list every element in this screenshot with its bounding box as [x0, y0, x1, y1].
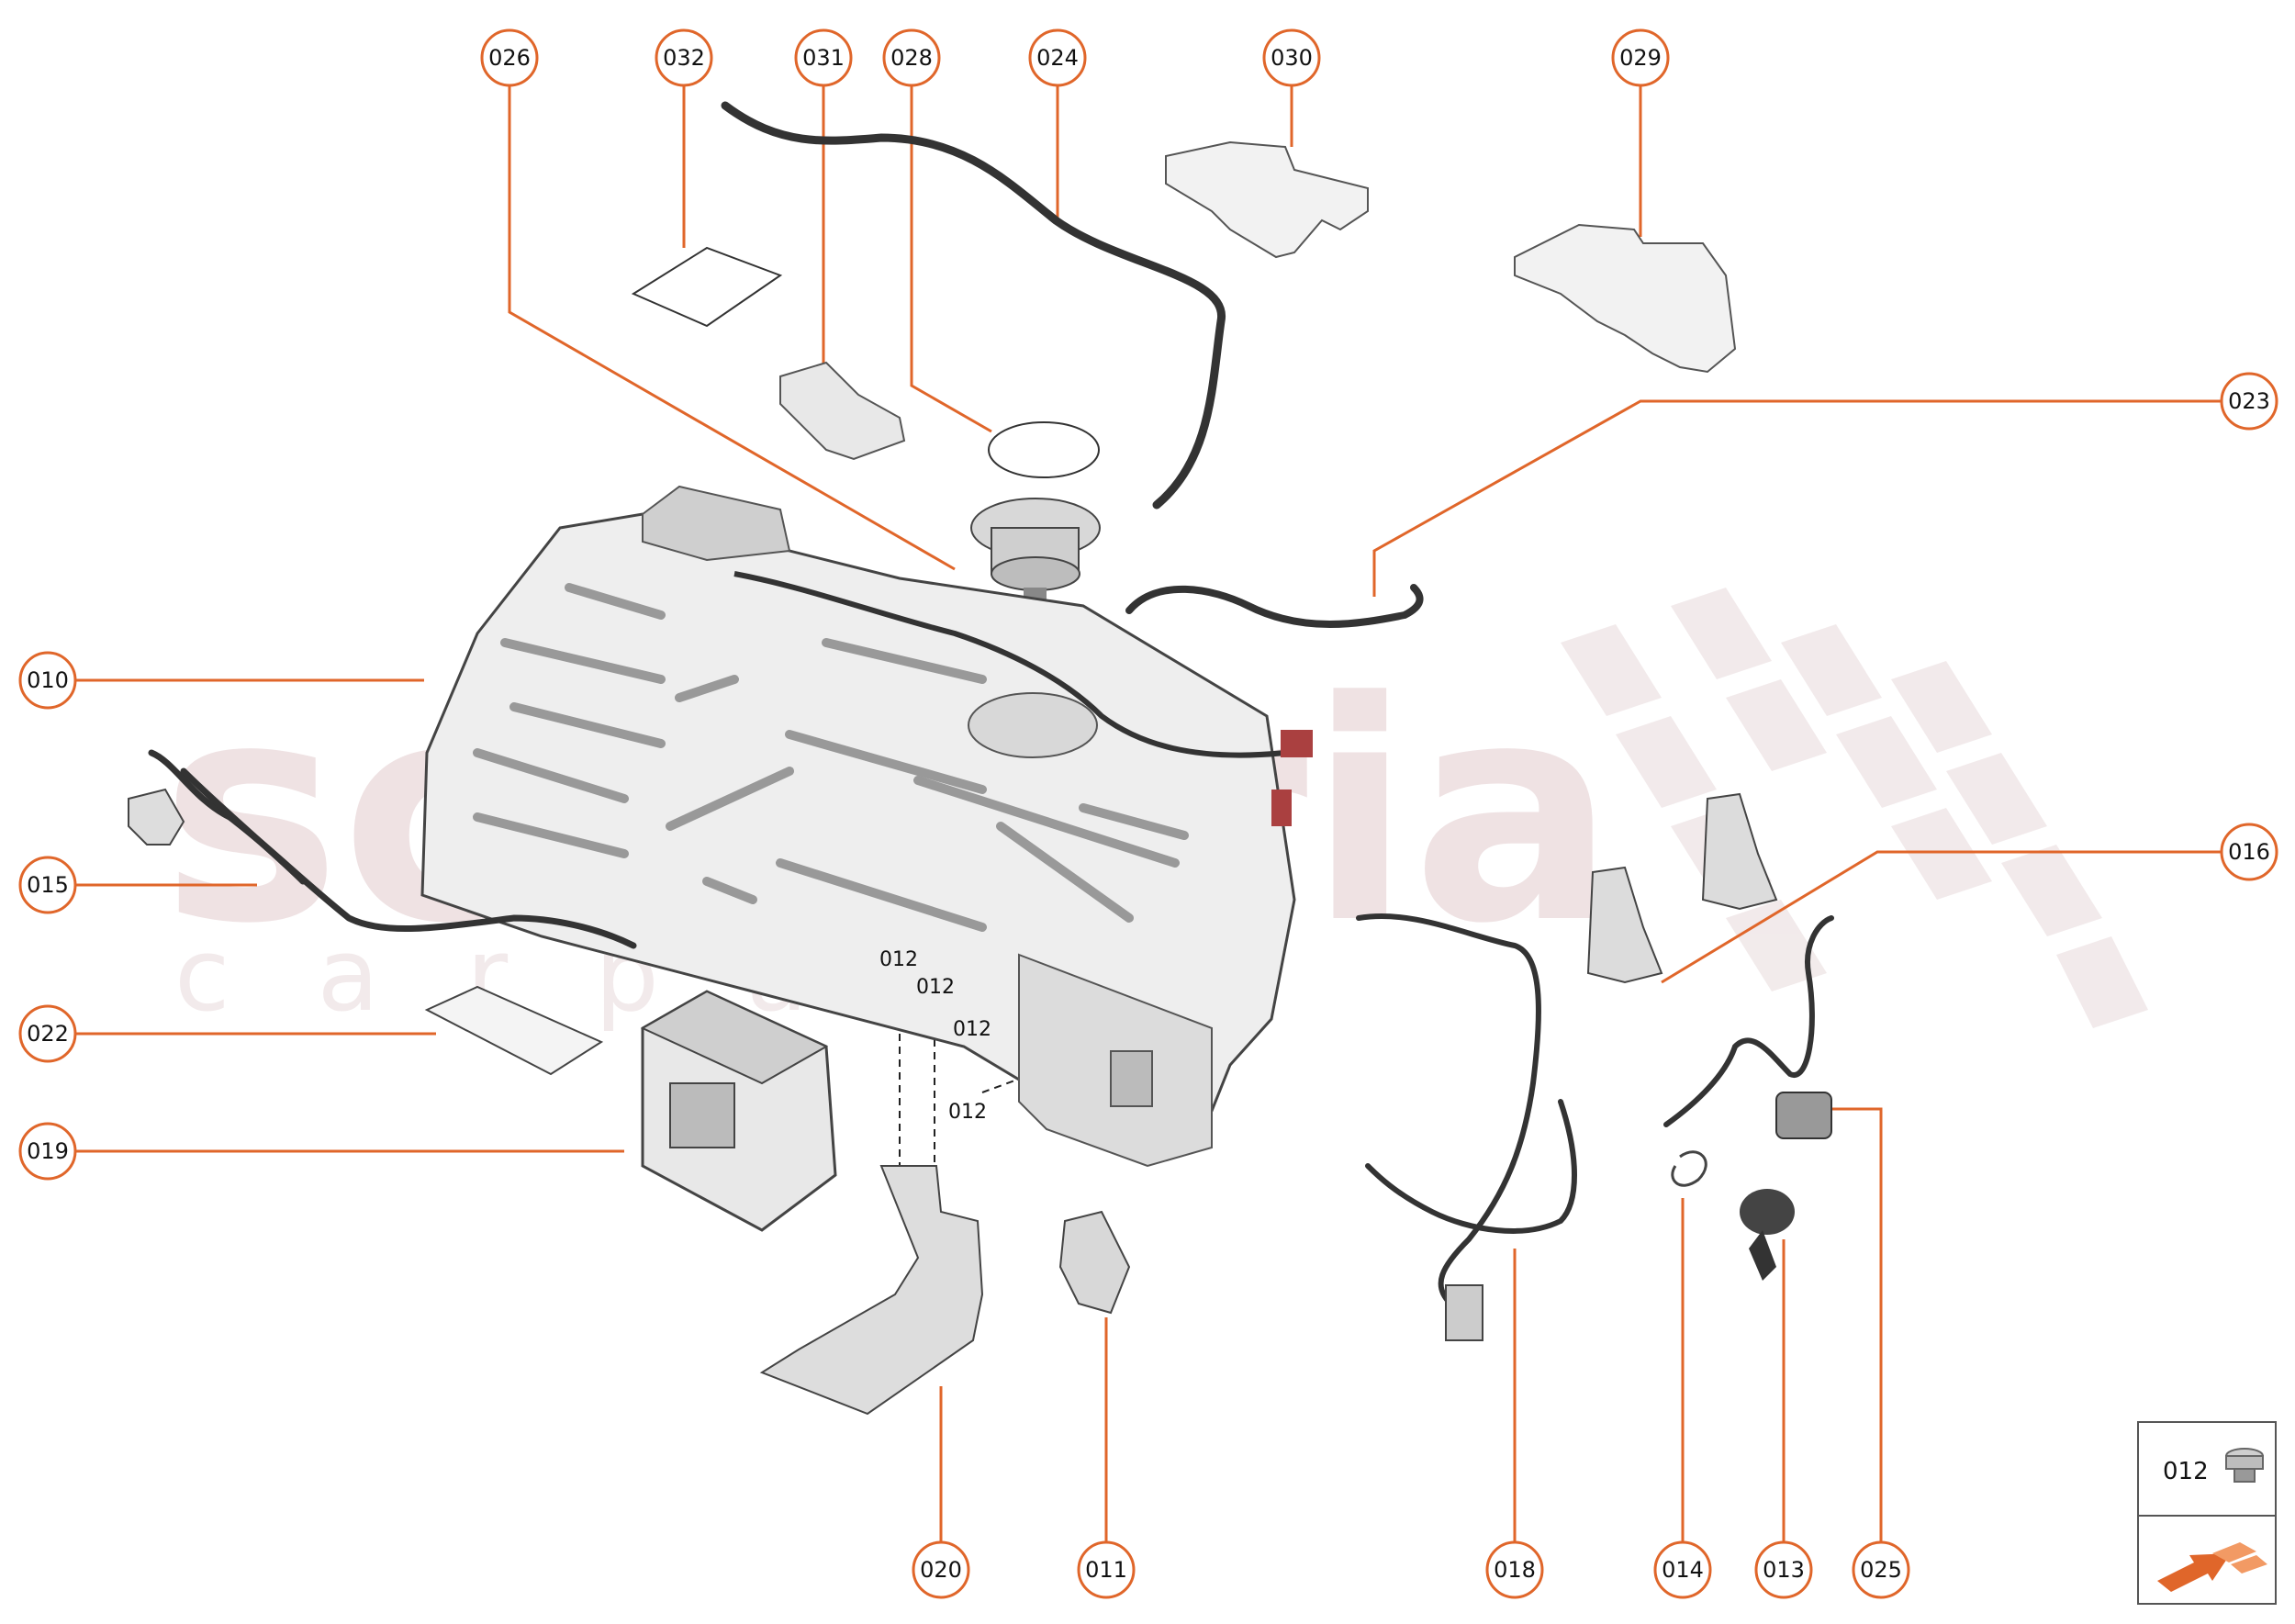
inline-label-012-c: 012 — [953, 1018, 991, 1041]
callout-label: 026 — [488, 45, 531, 71]
bracket-016-a — [1586, 866, 1663, 984]
callout-circle — [1852, 1540, 1910, 1599]
callout-022: 022 — [18, 1004, 77, 1063]
callout-circle — [1262, 28, 1321, 87]
callout-label: 014 — [1662, 1557, 1704, 1583]
callout-circle — [912, 1540, 970, 1599]
callout-circle — [18, 856, 77, 914]
callout-label: 010 — [27, 667, 69, 693]
callout-circle — [18, 1004, 77, 1063]
callout-label: 030 — [1271, 45, 1313, 71]
clamp-014 — [1671, 1150, 1707, 1187]
callout-015: 015 — [18, 856, 77, 914]
inline-label-012-a: 012 — [879, 948, 918, 971]
callout-circle — [1077, 1540, 1136, 1599]
callout-019: 019 — [18, 1122, 77, 1181]
callout-circle — [1028, 28, 1087, 87]
connector-018 — [1445, 1284, 1483, 1341]
fuel-tank-010 — [420, 485, 1313, 1168]
callout-032: 032 — [655, 28, 713, 87]
inline-label-012-d: 012 — [948, 1101, 987, 1124]
callout-label: 031 — [802, 45, 845, 71]
callout-030: 030 — [1262, 28, 1321, 87]
legend-direction — [2139, 1517, 2275, 1605]
callout-label: 015 — [27, 872, 69, 898]
callout-label: 023 — [2228, 388, 2270, 414]
fuel-pump-unit — [970, 498, 1101, 610]
callout-label: 022 — [27, 1021, 69, 1047]
callout-031: 031 — [794, 28, 853, 87]
pad-030 — [1165, 140, 1369, 259]
gasket-sheet-032 — [631, 246, 783, 328]
callout-label: 029 — [1619, 45, 1662, 71]
callout-circle — [655, 28, 713, 87]
callout-018: 018 — [1485, 1540, 1544, 1599]
callout-013: 013 — [1754, 1540, 1813, 1599]
callout-label: 019 — [27, 1138, 69, 1164]
callout-025: 025 — [1852, 1540, 1910, 1599]
sheet-022 — [424, 985, 604, 1076]
harness-018 — [1356, 913, 1577, 1306]
callout-circle — [1485, 1540, 1544, 1599]
callout-011: 011 — [1077, 1540, 1136, 1599]
harness-015 — [148, 749, 637, 949]
callout-circle — [18, 651, 77, 710]
bracket-016-b — [1701, 792, 1778, 911]
sensor-011 — [1058, 1210, 1131, 1315]
hose-023 — [1125, 584, 1424, 628]
callout-circle — [1754, 1540, 1813, 1599]
callout-circle — [1611, 28, 1670, 87]
callout-028: 028 — [882, 28, 941, 87]
bracket-015 — [128, 788, 185, 846]
callout-016: 016 — [2220, 823, 2278, 881]
inline-labels-012: 012 012 012 012 — [879, 948, 991, 1124]
callout-label: 018 — [1494, 1557, 1536, 1583]
callout-circle — [1653, 1540, 1712, 1599]
callout-010: 010 — [18, 651, 77, 710]
direction-arrow-icon — [2157, 1542, 2267, 1592]
callout-circle — [480, 28, 539, 87]
callout-circle — [2220, 823, 2278, 881]
leader-lines — [73, 83, 2231, 1547]
watermark-checker — [1561, 588, 2148, 1028]
callout-circle — [882, 28, 941, 87]
callout-014: 014 — [1653, 1540, 1712, 1599]
legend-code: 012 — [2163, 1458, 2209, 1485]
o-ring-028 — [988, 421, 1100, 478]
callout-circle — [18, 1122, 77, 1181]
hose-024 — [721, 101, 1226, 510]
callout-label: 016 — [2228, 839, 2270, 865]
callout-label: 025 — [1860, 1557, 1902, 1583]
nut-icon — [2225, 1448, 2264, 1483]
bracket-020 — [759, 1165, 984, 1416]
cap-013 — [1740, 1189, 1795, 1281]
harness-025 — [1663, 915, 1834, 1127]
callout-label: 024 — [1036, 45, 1079, 71]
callout-label: 032 — [663, 45, 705, 71]
inline-label-012-b: 012 — [916, 976, 955, 999]
callout-label: 011 — [1085, 1557, 1127, 1583]
callout-029: 029 — [1611, 28, 1670, 87]
legend-part: 012 — [2139, 1423, 2275, 1517]
callout-label: 013 — [1763, 1557, 1805, 1583]
callout-024: 024 — [1028, 28, 1087, 87]
callout-023: 023 — [2220, 372, 2278, 431]
callout-020: 020 — [912, 1540, 970, 1599]
valve-025 — [1775, 1092, 1832, 1139]
canister-019 — [640, 990, 837, 1232]
legend-box: 012 — [2137, 1421, 2277, 1605]
callout-026: 026 — [480, 28, 539, 87]
callout-circle — [2220, 372, 2278, 431]
callout-label: 028 — [890, 45, 933, 71]
callout-label: 020 — [920, 1557, 962, 1583]
pad-029 — [1514, 223, 1737, 374]
bracket-031 — [779, 361, 906, 461]
callout-bubbles: 026 032 031 028 024 030 029 023 010 015 016 022 019 0… — [18, 28, 2278, 1599]
callout-circle — [794, 28, 853, 87]
